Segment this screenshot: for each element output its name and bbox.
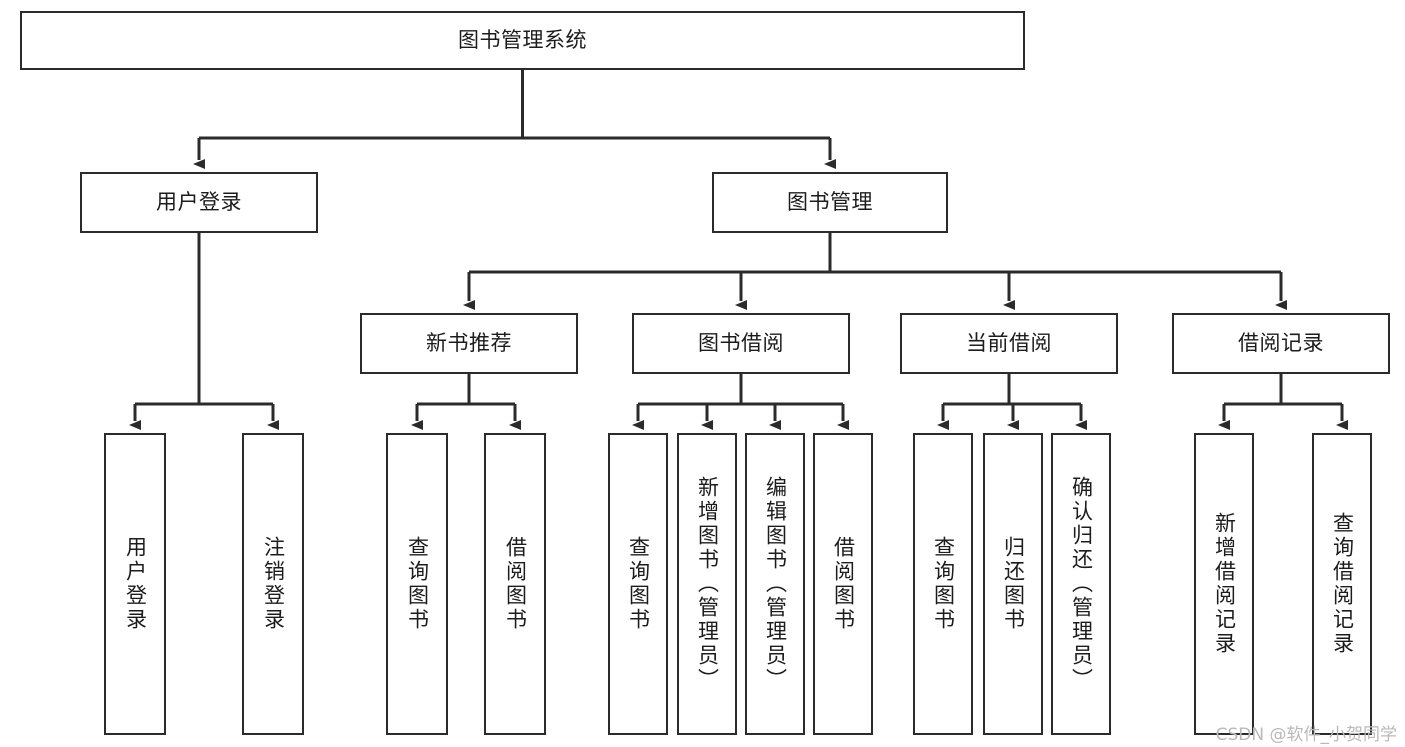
node-leaf5: 查询图书: [608, 433, 668, 735]
node-leaf6: 新增图书（管理员）: [677, 433, 737, 735]
node-leaf8: 借阅图书: [813, 433, 873, 735]
node-label-leaf2: 注销登录: [261, 536, 286, 632]
node-leaf12: 新增借阅记录: [1194, 433, 1254, 735]
node-leaf7: 编辑图书（管理员）: [745, 433, 805, 735]
node-leaf13: 查询借阅记录: [1312, 433, 1372, 735]
node-label-leaf11: 确认归还（管理员）: [1069, 476, 1094, 692]
node-leaf10: 归还图书: [983, 433, 1043, 735]
node-label-newbook: 新书推荐: [426, 330, 512, 355]
node-label-login: 用户登录: [156, 189, 242, 214]
node-leaf9: 查询图书: [913, 433, 973, 735]
watermark-text: CSDN @软件_小贺同学: [1215, 725, 1397, 745]
node-label-leaf12: 新增借阅记录: [1212, 512, 1237, 656]
node-label-leaf1: 用户登录: [123, 536, 148, 632]
node-label-leaf7: 编辑图书（管理员）: [763, 476, 788, 692]
node-label-leaf5: 查询图书: [626, 536, 651, 632]
node-label-leaf6: 新增图书（管理员）: [695, 476, 720, 692]
node-bookmgmt: 图书管理: [712, 172, 948, 233]
node-label-leaf9: 查询图书: [931, 536, 956, 632]
node-label-root: 图书管理系统: [458, 27, 587, 52]
node-label-borrow: 图书借阅: [698, 330, 784, 355]
node-leaf1: 用户登录: [104, 433, 166, 735]
node-label-bookmgmt: 图书管理: [787, 189, 873, 214]
node-current: 当前借阅: [900, 313, 1118, 374]
node-leaf3: 查询图书: [386, 433, 448, 735]
node-label-current: 当前借阅: [966, 330, 1052, 355]
node-label-leaf3: 查询图书: [405, 536, 430, 632]
node-borrow: 图书借阅: [632, 313, 850, 374]
node-label-leaf10: 归还图书: [1001, 536, 1026, 632]
node-label-records: 借阅记录: [1238, 330, 1324, 355]
node-label-leaf8: 借阅图书: [831, 536, 856, 632]
node-root: 图书管理系统: [20, 11, 1025, 70]
node-newbook: 新书推荐: [360, 313, 578, 374]
node-login: 用户登录: [80, 172, 318, 233]
node-label-leaf4: 借阅图书: [503, 536, 528, 632]
node-leaf4: 借阅图书: [484, 433, 546, 735]
node-leaf2: 注销登录: [242, 433, 304, 735]
node-leaf11: 确认归还（管理员）: [1051, 433, 1111, 735]
node-label-leaf13: 查询借阅记录: [1330, 512, 1355, 656]
node-records: 借阅记录: [1172, 313, 1390, 374]
